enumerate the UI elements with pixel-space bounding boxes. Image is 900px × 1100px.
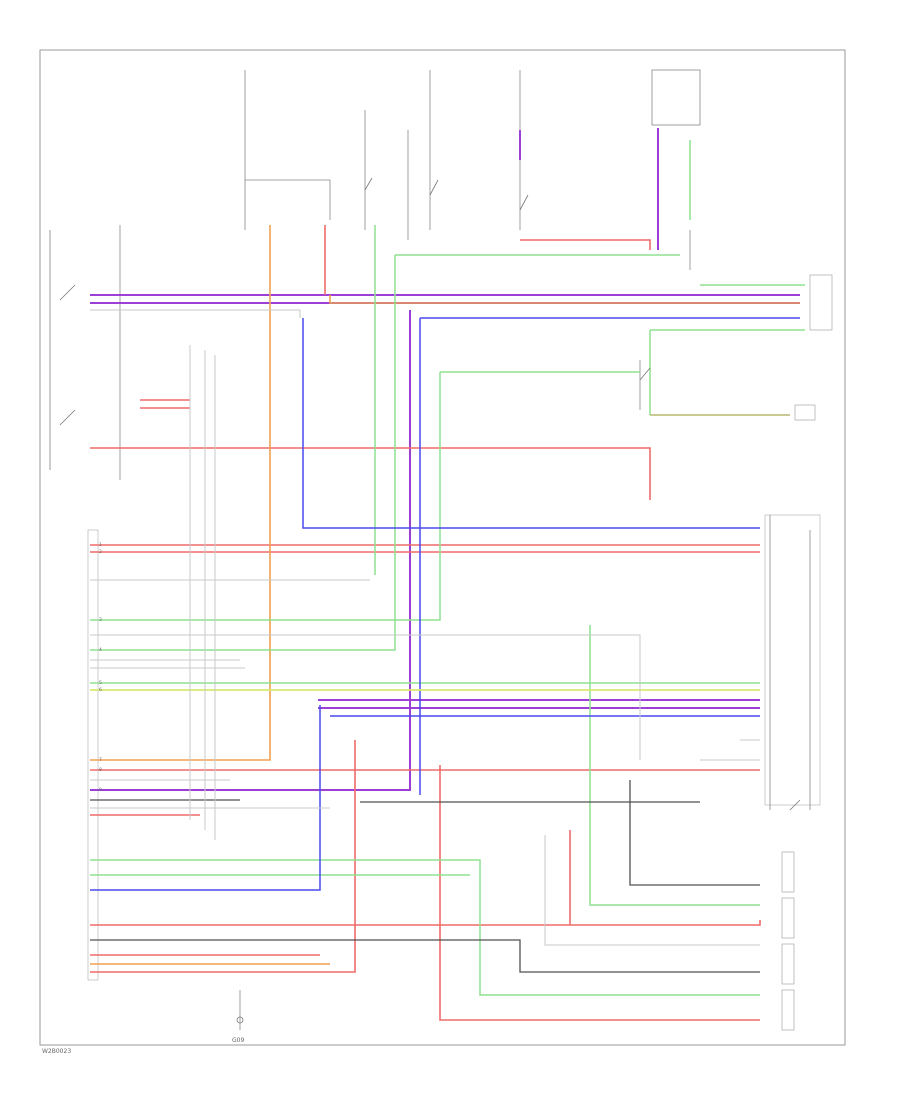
svg-text:4: 4 [99,647,102,653]
switch-glyphs [59,177,801,1024]
svg-text:2: 2 [99,549,102,555]
sensor-box-4 [781,989,795,1031]
svg-text:8: 8 [99,767,102,773]
svg-text:3: 3 [99,617,102,623]
svg-text:1: 1 [99,542,102,548]
svg-text:6: 6 [99,687,102,693]
svg-text:5: 5 [99,680,102,686]
sensor-box-2 [781,897,795,939]
wires-blue [90,317,800,891]
connector-right-2 [794,404,816,421]
ground-label: G09 [232,1037,244,1044]
sensor-box-1 [781,851,795,893]
ecm-block [87,529,99,981]
top-switches [119,70,811,1030]
ecm-pin-marks: 1 2 3 4 5 6 7 8 9 [99,542,102,793]
svg-text:9: 9 [99,787,102,793]
page-code: W2B0023 [42,1048,71,1055]
wires-grey [90,309,760,946]
right-block [764,514,821,806]
svg-text:7: 7 [99,757,102,763]
relay-box [651,69,701,126]
wires-green [90,140,805,996]
wires-red [90,225,761,1021]
connector-right-1 [809,274,833,331]
diagram-frame [39,49,846,1046]
sensor-box-3 [781,943,795,985]
wires-orange [90,225,800,965]
